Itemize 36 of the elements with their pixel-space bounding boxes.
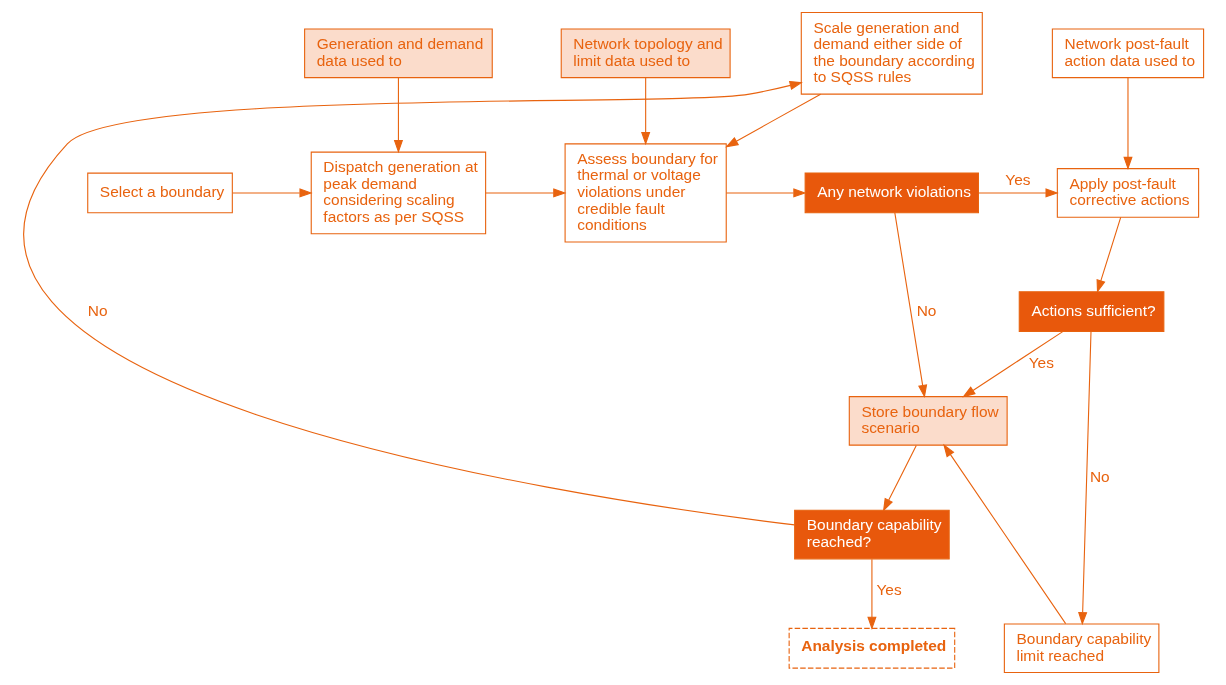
node-box: Boundary capability limit reached <box>1003 623 1159 674</box>
arrow <box>1122 77 1133 171</box>
arrow <box>893 212 927 399</box>
node-box: Network post-fault action data used to <box>1051 28 1204 79</box>
arrow <box>231 188 313 198</box>
node-box: Any network violations <box>804 172 979 214</box>
arrow <box>977 188 1059 198</box>
arrow <box>942 443 1066 625</box>
node-box: Network topology and limit data used to <box>560 28 731 79</box>
arrow <box>1096 216 1121 294</box>
arrow <box>24 81 803 526</box>
arrow <box>866 558 877 630</box>
node-box: Select a boundary <box>86 172 233 214</box>
node-box: Generation and demand data used to <box>303 28 493 79</box>
arrow <box>961 331 1063 398</box>
edge-label: No <box>87 301 108 319</box>
arrow <box>484 188 566 198</box>
arrow <box>393 77 403 154</box>
arrow <box>725 188 807 198</box>
arrow <box>724 93 821 148</box>
edge-label: No <box>916 301 936 319</box>
edge-label: Yes <box>1028 354 1054 372</box>
arrow <box>882 445 917 512</box>
node-box: Boundary capability reached? <box>793 509 950 560</box>
edge-label: Yes <box>875 581 902 599</box>
edge-label: Yes <box>1004 171 1030 189</box>
node-box: Dispatch generation at peak demand considering scaling factors as per SQSS <box>310 151 486 235</box>
node-box: Analysis completed <box>788 627 955 669</box>
edge-label: No <box>1089 467 1110 485</box>
node-box: Assess boundary for thermal or voltage violations under credible fault conditions <box>564 143 727 243</box>
node-box: Actions sufficient? <box>1018 291 1164 332</box>
arrow <box>1077 331 1092 626</box>
node-box: Scale generation and demand either side of the boundary according to SQSS rules <box>800 11 983 95</box>
node-box: Apply post-fault corrective actions <box>1056 168 1199 218</box>
node-box: Store boundary flow scenario <box>848 396 1008 446</box>
arrow <box>640 77 650 146</box>
